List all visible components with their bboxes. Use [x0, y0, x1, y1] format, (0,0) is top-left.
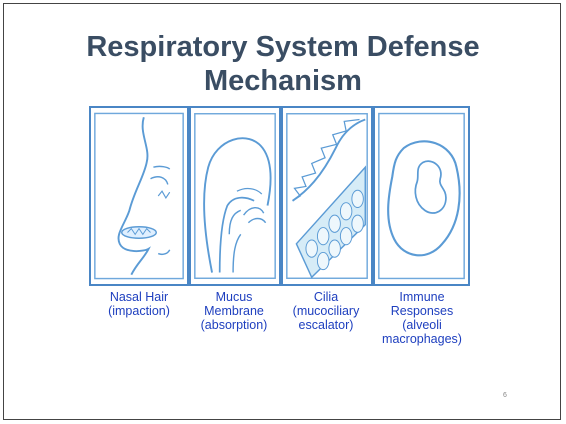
cilia-icon — [283, 108, 371, 284]
caption-immune-responses: Immune Responses (alveoli macrophages) — [370, 290, 474, 346]
macrophage-icon — [375, 108, 468, 284]
panel-mucus-membrane — [189, 106, 281, 286]
caption-mucus-membrane: Mucus Membrane (absorption) — [184, 290, 284, 332]
panel-immune-responses — [373, 106, 470, 286]
title-line-1: Respiratory System Defense — [86, 31, 479, 63]
slide-title: Respiratory System Defense Mechanism — [0, 30, 566, 98]
throat-icon — [191, 108, 279, 284]
nose-icon — [91, 108, 187, 284]
title-line-2: Mechanism — [204, 65, 362, 97]
caption-cilia: Cilia (mucociliary escalator) — [276, 290, 376, 332]
page-number: 6 — [503, 392, 507, 399]
caption-nasal-hair: Nasal Hair (impaction) — [84, 290, 194, 318]
panel-cilia — [281, 106, 373, 286]
panel-nasal-hair — [89, 106, 189, 286]
